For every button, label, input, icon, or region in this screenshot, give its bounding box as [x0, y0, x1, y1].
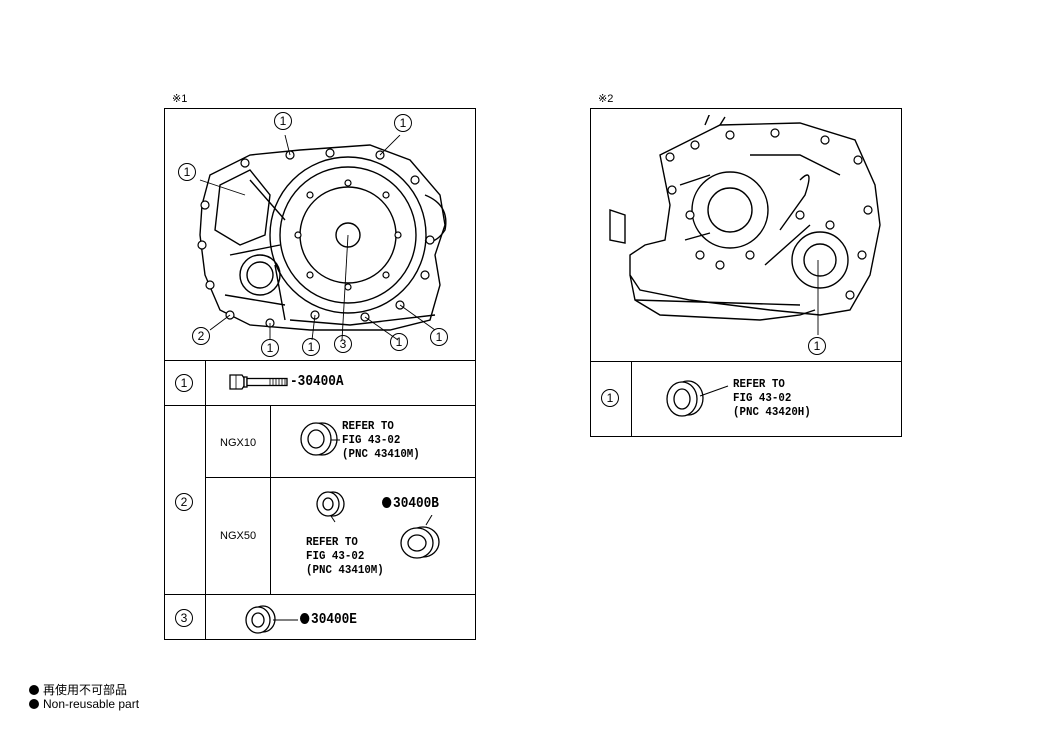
callout-1: 1: [808, 337, 826, 355]
transaxle-case-drawing-left: [197, 135, 447, 341]
row-index-3: 3: [175, 609, 193, 627]
callout-1: 1: [430, 328, 448, 346]
non-reusable-dot-icon: [382, 497, 392, 508]
transaxle-assembly-drawing-right: [609, 115, 881, 335]
part-number-30400B: 30400B: [382, 495, 439, 512]
model-ngx50: NGX50: [220, 530, 257, 542]
part-number-30400A: -30400A: [290, 373, 344, 390]
callout-1: 1: [302, 338, 320, 356]
oil-seal-icon: [400, 515, 440, 559]
callout-1: 1: [261, 339, 279, 357]
non-reusable-dot-icon: [300, 613, 310, 624]
oil-seal-icon: [300, 422, 340, 456]
oil-seal-icon: [666, 380, 729, 417]
left-figure-frame: [164, 108, 476, 640]
non-reusable-dot-icon: [29, 685, 39, 695]
right-figure-frame: [590, 108, 902, 437]
callout-2: 2: [192, 327, 210, 345]
callout-1: 1: [394, 114, 412, 132]
row-index-2: 2: [175, 493, 193, 511]
row-index-1: 1: [175, 374, 193, 392]
callout-1: 1: [274, 112, 292, 130]
legend-non-reusable-en: Non-reusable part: [29, 697, 139, 711]
oil-seal-icon: [245, 605, 298, 634]
right-figure-note: ※2: [598, 93, 614, 105]
left-table-divider-3: [164, 594, 476, 595]
left-table-divider-1: [164, 405, 476, 406]
bolt-icon: [229, 374, 288, 390]
left-table-divider-top: [164, 360, 476, 361]
right-table-index-column: [631, 361, 632, 437]
oil-seal-small-icon: [316, 491, 345, 523]
reference-note-right: REFER TO FIG 43-02 (PNC 43420H): [733, 377, 811, 419]
callout-3: 3: [334, 335, 352, 353]
callout-1: 1: [390, 333, 408, 351]
legend-non-reusable-jp: 再使用不可部品: [29, 681, 127, 698]
callout-1: 1: [178, 163, 196, 181]
left-table-model-column: [270, 405, 271, 594]
model-ngx10: NGX10: [220, 437, 257, 449]
reference-note-ngx10: REFER TO FIG 43-02 (PNC 43410M): [342, 419, 420, 461]
row-index-1: 1: [601, 389, 619, 407]
left-figure-note: ※1: [172, 93, 188, 105]
reference-note-ngx50: REFER TO FIG 43-02 (PNC 43410M): [306, 535, 384, 577]
right-table-divider-top: [590, 361, 902, 362]
left-table-index-column: [205, 360, 206, 640]
part-number-30400E: 30400E: [300, 611, 357, 628]
non-reusable-dot-icon: [29, 699, 39, 709]
left-table-divider-2: [205, 477, 476, 478]
